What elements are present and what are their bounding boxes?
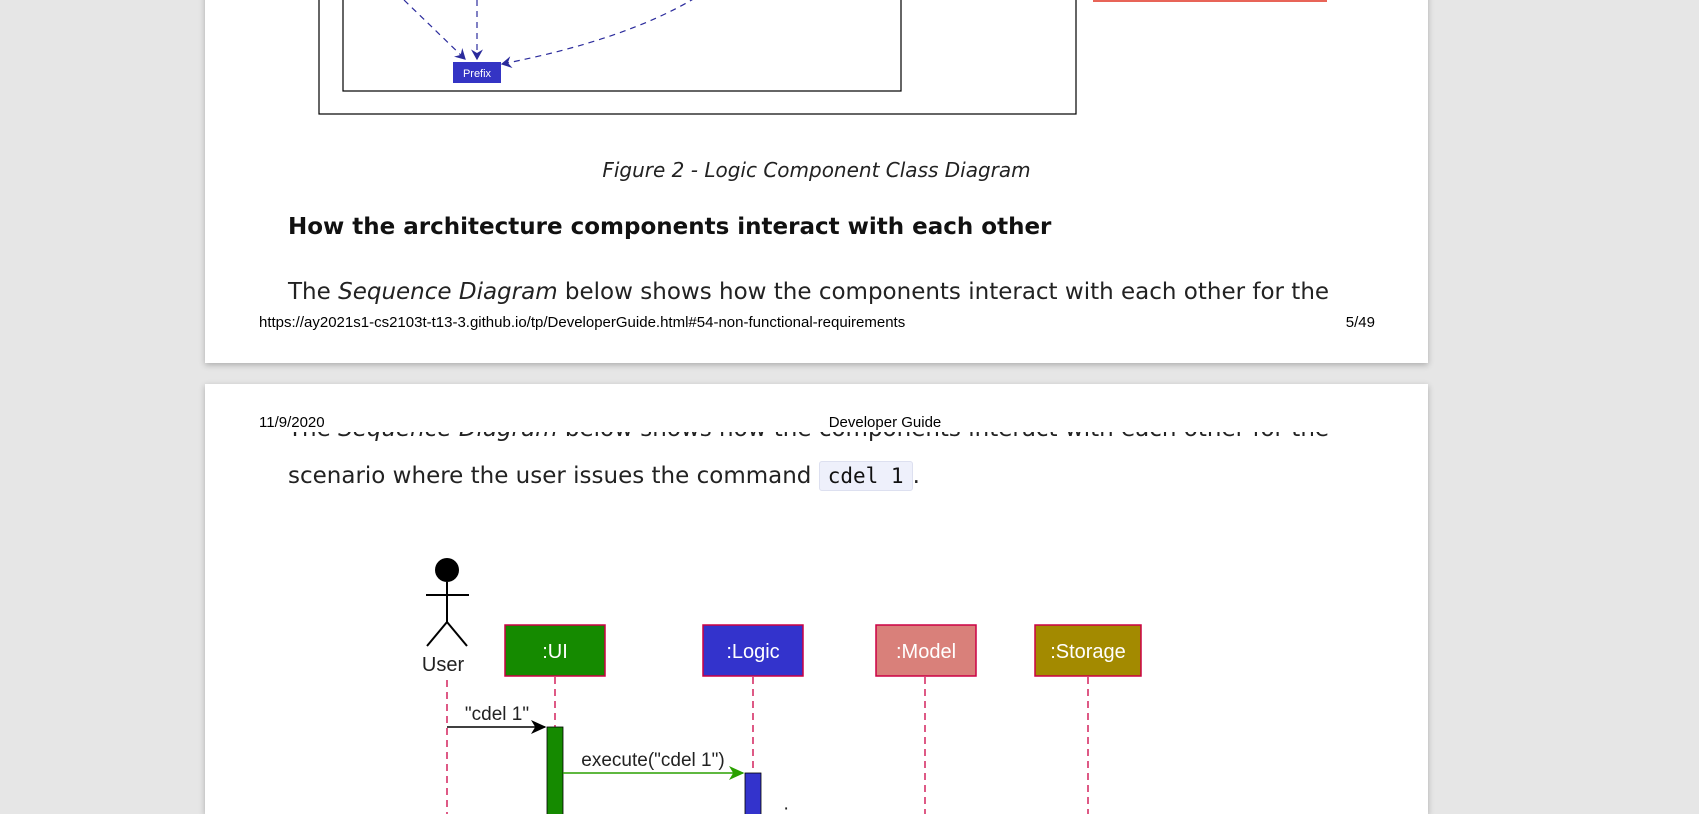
paragraph-line: scenario where the user issues the comma… [288,461,920,491]
logic-class-diagram: Prefix [318,0,1327,115]
sequence-diagram: User :UI :Logic :Model :Storage "cdel 1"… [422,558,1142,814]
truncated-message-label: · [783,798,789,814]
paragraph-cut-line: The Sequence Diagram below shows how the… [288,279,1330,305]
figure-caption: Figure 2 - Logic Component Class Diagram [602,158,1031,182]
actor-label: User [422,654,465,676]
participant-storage [1034,624,1142,677]
command-code: cdel 1 [818,461,913,491]
participant-ui-label: :UI [542,641,568,663]
participant-ui [504,624,606,677]
header-date: 11/9/2020 [259,414,325,431]
prefix-label: Prefix [463,68,492,80]
section-heading: How the architecture components interact… [288,214,1052,240]
participant-logic-label: :Logic [726,641,779,663]
logic-activation-bar [744,772,762,814]
ui-activation-bar [546,726,564,814]
document-page-1: Prefix Figure 2 - Logic Component Class … [205,0,1428,363]
user-actor-icon [426,558,469,647]
participant-model-label: :Model [896,641,956,663]
header-title: Developer Guide [828,414,942,431]
parser-package-box [342,0,902,92]
logic-package-outer-box [318,0,1077,115]
document-page-2: The Sequence Diagram below shows how the… [205,384,1428,814]
dependency-arrow [500,0,693,69]
message-label: execute("cdel 1") [581,750,724,771]
participant-model [875,624,977,677]
participant-logic [702,624,804,677]
message-label: "cdel 1" [465,704,529,725]
participant-storage-label: :Storage [1050,641,1126,663]
prefix-class-box [453,62,501,83]
footer-url: https://ay2021s1-cs2103t-t13-3.github.io… [259,314,906,331]
footer-page-number: 5/49 [1345,314,1375,331]
dependency-arrow [403,0,466,60]
